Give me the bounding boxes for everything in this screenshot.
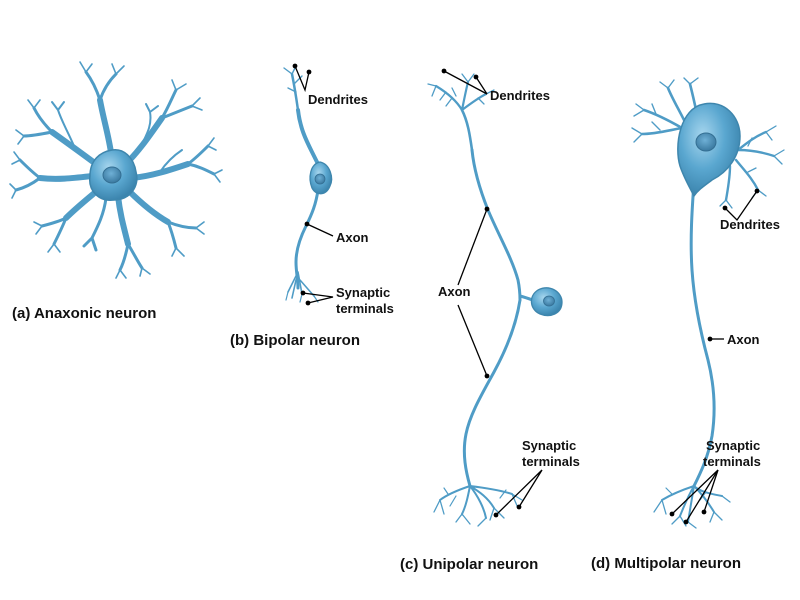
unipolar-synaptic-label-2: terminals — [522, 454, 580, 469]
bipolar-synaptic-label-1: Synaptic — [336, 285, 390, 300]
bipolar-dendrites-pointer — [292, 63, 312, 93]
multipolar-dendrites-pointer — [722, 188, 760, 222]
multipolar-dendrites-label: Dendrites — [720, 217, 780, 232]
bipolar-axon-label: Axon — [336, 230, 369, 245]
unipolar-neuron — [427, 68, 563, 527]
unipolar-axon-pointer — [457, 206, 490, 379]
bipolar-synaptic-label-2: terminals — [336, 301, 394, 316]
caption-anaxonic: (a) Anaxonic neuron — [12, 305, 156, 322]
multipolar-synaptic-label-1: Synaptic — [706, 438, 760, 453]
bipolar-neuron — [283, 63, 334, 306]
unipolar-axon-label: Axon — [438, 284, 471, 299]
caption-bipolar: (b) Bipolar neuron — [230, 332, 360, 349]
multipolar-axon-pointer — [707, 336, 724, 342]
multipolar-synaptic-label-2: terminals — [703, 454, 761, 469]
unipolar-processes — [427, 73, 540, 527]
bipolar-synaptic-pointer — [300, 290, 334, 306]
unipolar-nucleus — [543, 295, 555, 307]
bipolar-nucleus — [314, 173, 326, 185]
unipolar-dendrites-label: Dendrites — [490, 88, 550, 103]
unipolar-synaptic-pointer — [493, 469, 543, 518]
unipolar-dendrites-pointer — [441, 68, 488, 95]
multipolar-processes — [631, 77, 785, 529]
caption-multipolar: (d) Multipolar neuron — [591, 555, 741, 572]
anaxonic-nucleus — [102, 166, 122, 184]
multipolar-neuron — [631, 77, 785, 529]
bipolar-dendrites-label: Dendrites — [308, 92, 368, 107]
anaxonic-neuron — [9, 61, 223, 279]
caption-unipolar: (c) Unipolar neuron — [400, 556, 538, 573]
bipolar-axon-pointer — [304, 221, 334, 237]
unipolar-synaptic-label-1: Synaptic — [522, 438, 576, 453]
multipolar-synaptic-pointer — [669, 469, 719, 525]
multipolar-nucleus — [695, 132, 717, 152]
multipolar-axon-label: Axon — [727, 332, 760, 347]
